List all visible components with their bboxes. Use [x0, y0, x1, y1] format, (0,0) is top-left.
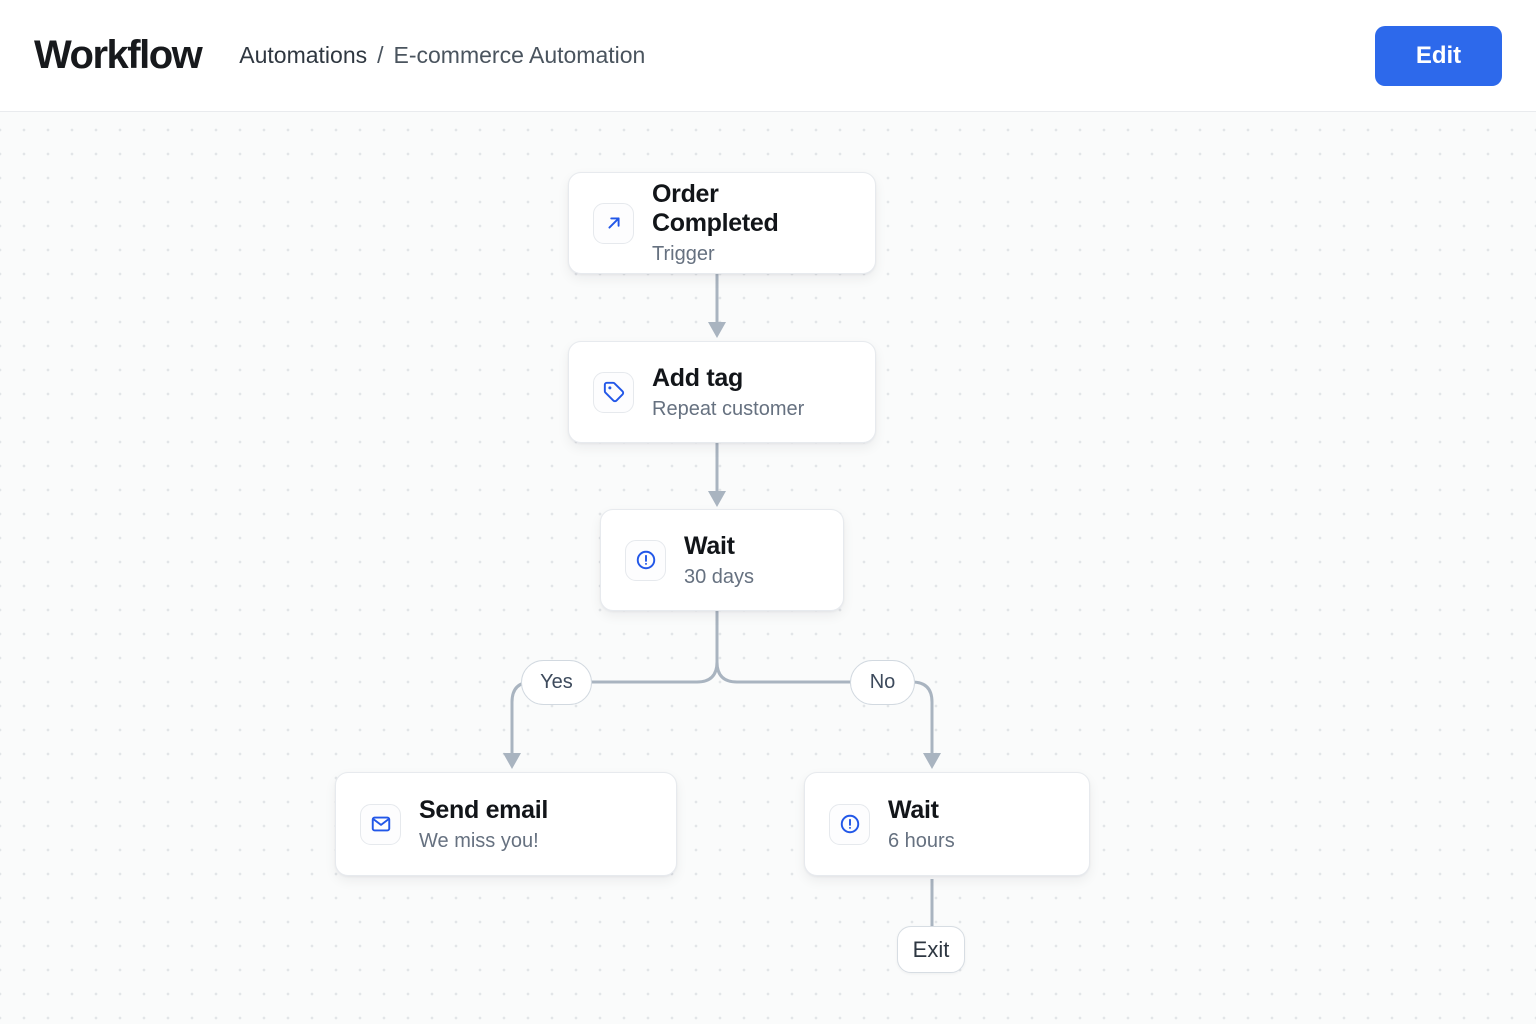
- node-exit[interactable]: Exit: [897, 926, 965, 973]
- node-title: Add tag: [652, 363, 743, 392]
- node-text: Wait 6 hours: [888, 796, 955, 853]
- edit-button[interactable]: Edit: [1375, 25, 1502, 86]
- node-subtitle: 30 days: [684, 565, 755, 588]
- breadcrumb-section[interactable]: Automations: [239, 42, 368, 68]
- node-send-email[interactable]: Send email We miss you!: [335, 772, 677, 876]
- node-wait-6-hours[interactable]: Wait 6 hours: [804, 772, 1090, 876]
- arrowhead: [503, 753, 521, 769]
- arrowhead: [708, 491, 726, 507]
- arrowhead: [708, 322, 726, 338]
- alert-circle-icon: [829, 803, 870, 845]
- tag-icon: [593, 371, 634, 413]
- node-title: Send email: [419, 795, 548, 824]
- arrow-up-right-icon: [593, 202, 634, 244]
- node-title: Wait: [888, 795, 939, 824]
- node-text: Add tag Repeat customer: [652, 364, 804, 421]
- node-add-tag[interactable]: Add tag Repeat customer: [568, 341, 876, 443]
- node-subtitle: We miss you!: [419, 829, 539, 852]
- node-text: Order Completed Trigger: [652, 180, 851, 266]
- node-subtitle: 6 hours: [888, 829, 955, 852]
- node-subtitle: Trigger: [652, 243, 715, 265]
- breadcrumb-page: E-commerce Automation: [393, 42, 646, 68]
- node-subtitle: Repeat customer: [652, 397, 805, 420]
- arrowhead: [923, 753, 941, 769]
- branch-label-no: No: [850, 660, 915, 705]
- workflow-canvas[interactable]: Order Completed Trigger Add tag Repeat c…: [0, 112, 1536, 1024]
- node-title: Wait: [684, 531, 735, 560]
- node-text: Wait 30 days: [684, 532, 754, 589]
- branch-label-yes: Yes: [521, 660, 592, 705]
- mail-icon: [360, 803, 401, 845]
- node-text: Send email We miss you!: [419, 796, 548, 853]
- breadcrumb: Automations / E-commerce Automation: [239, 42, 645, 69]
- app-header: Workflow Automations / E-commerce Automa…: [0, 0, 1536, 112]
- node-wait-30-days[interactable]: Wait 30 days: [600, 509, 844, 611]
- breadcrumb-separator: /: [377, 42, 384, 68]
- app-title: Workflow: [34, 33, 203, 77]
- node-order-completed[interactable]: Order Completed Trigger: [568, 172, 876, 274]
- node-title: Order Completed: [652, 180, 779, 237]
- alert-circle-icon: [625, 539, 666, 581]
